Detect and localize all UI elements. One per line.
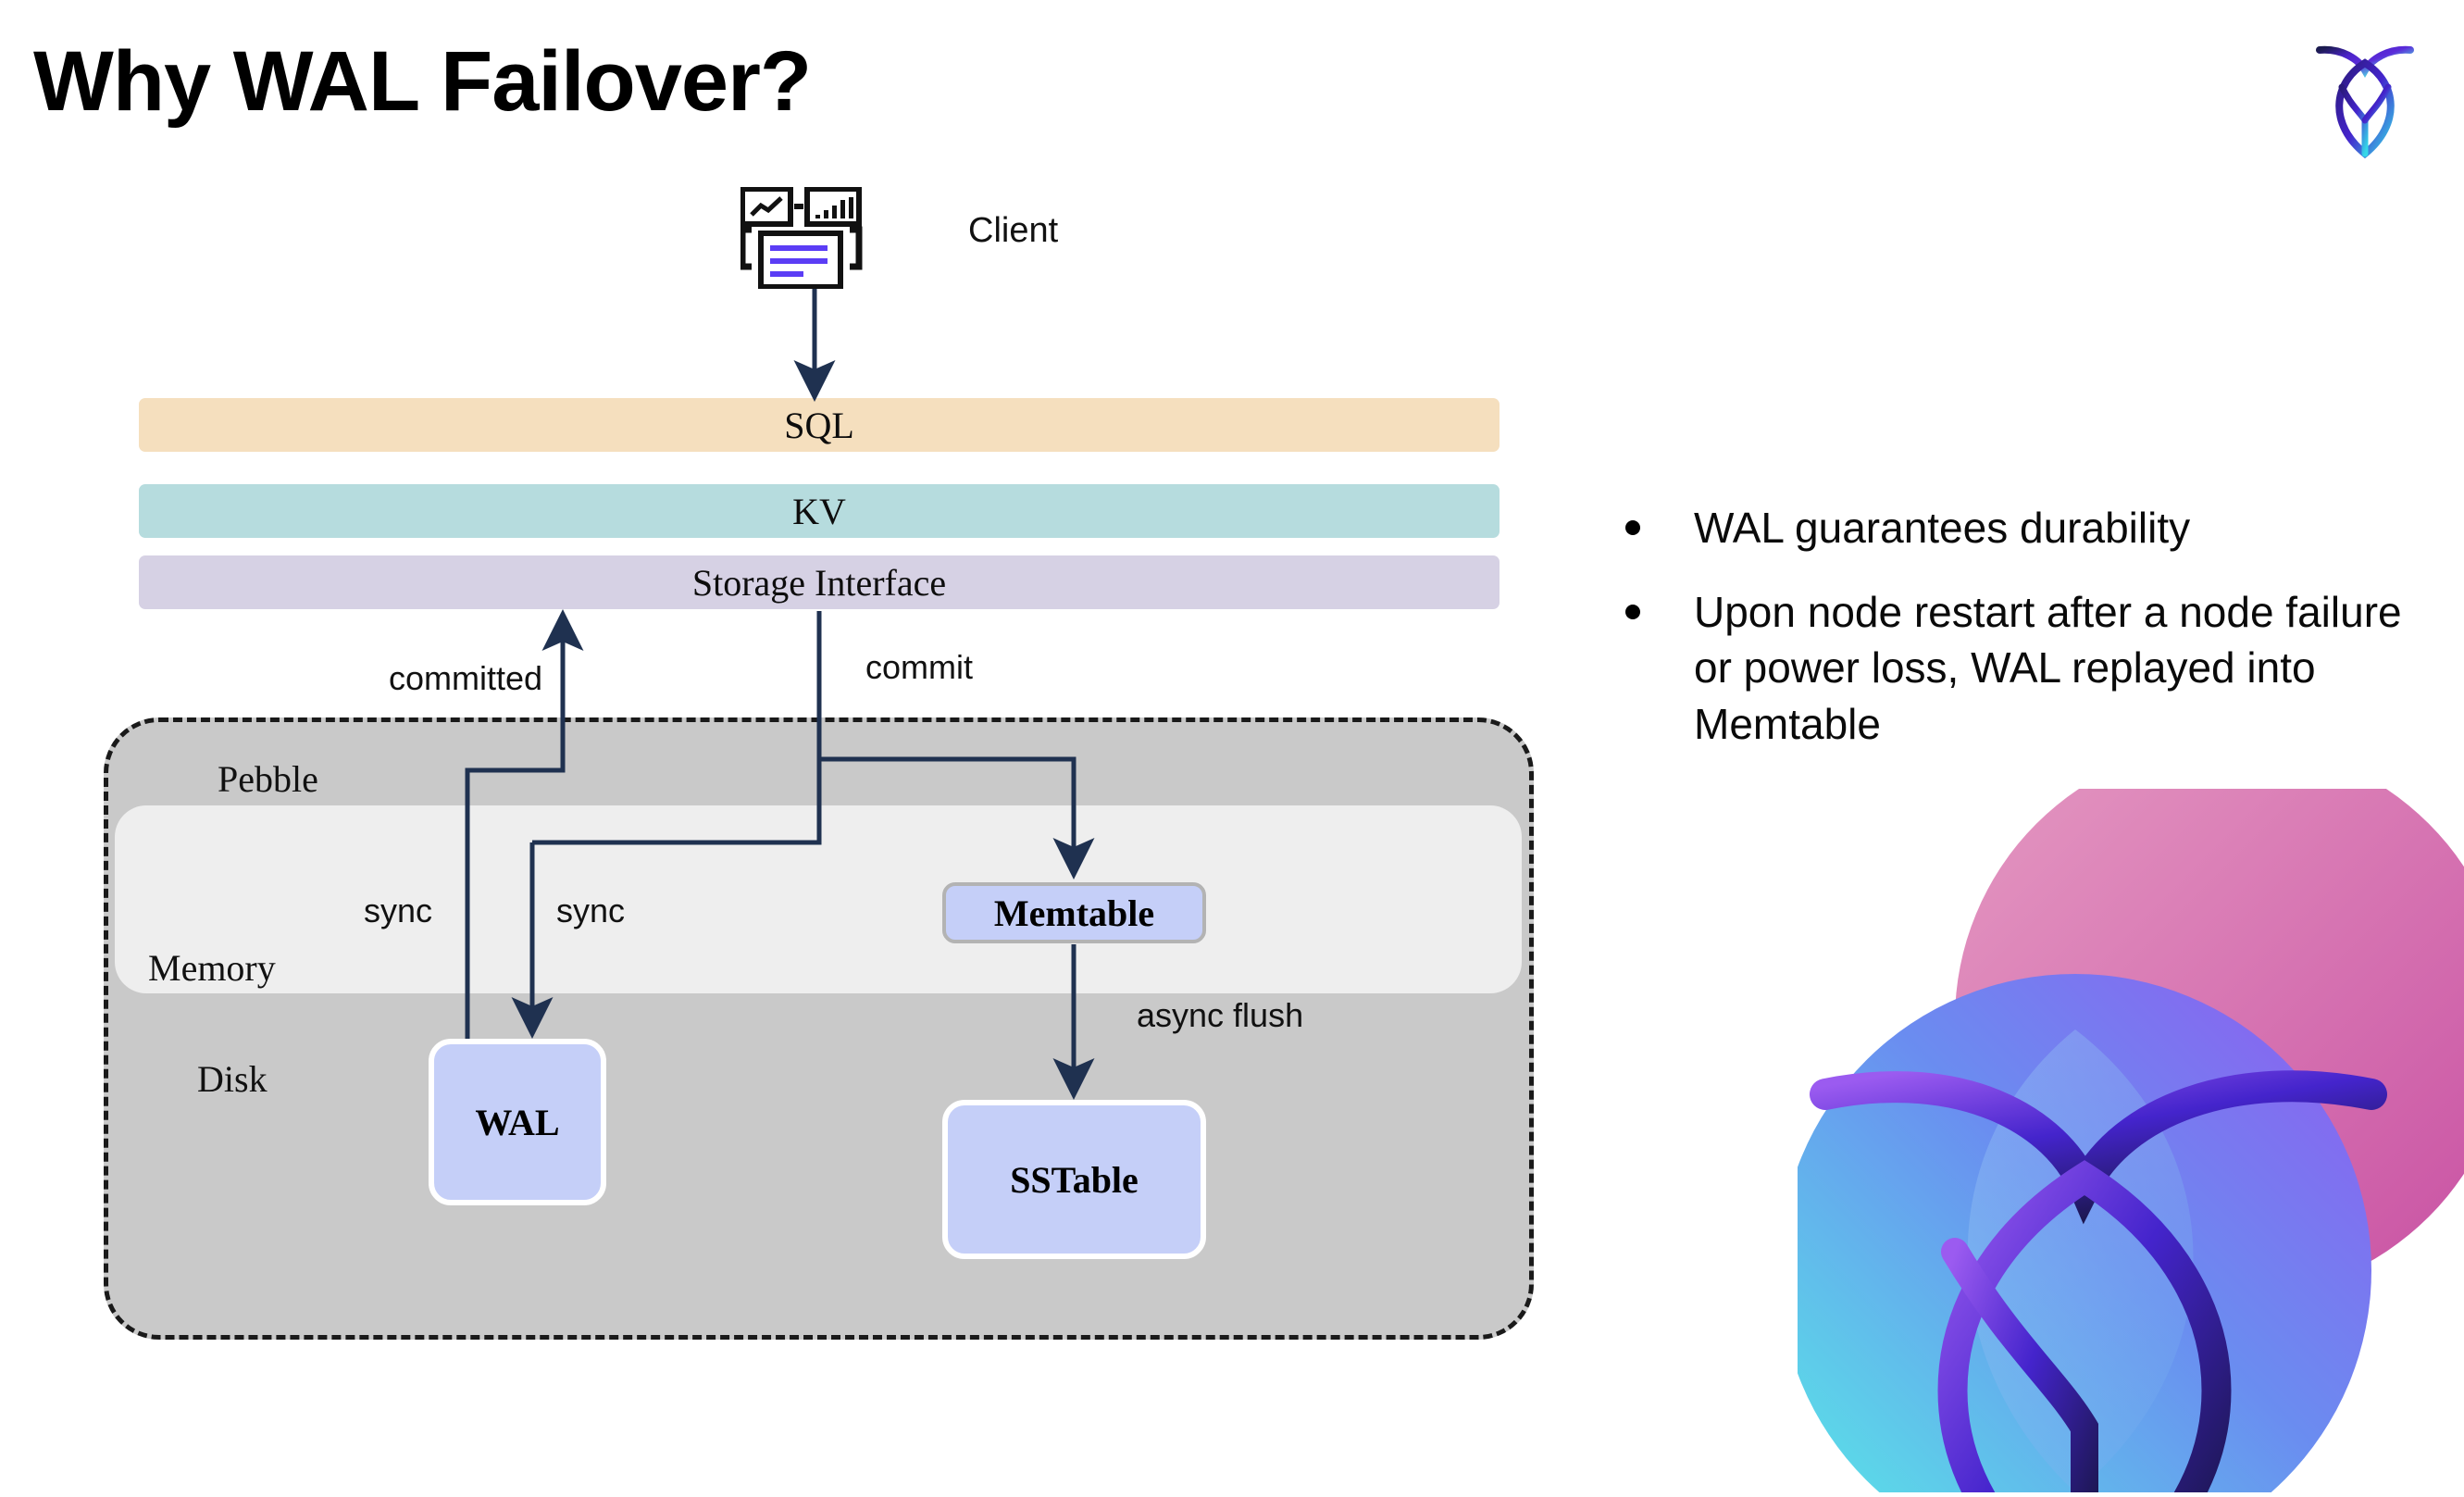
cockroach-logo-icon <box>2305 35 2425 165</box>
bullet-dot-icon <box>1625 604 1640 619</box>
layer-label-kv: KV <box>792 490 846 532</box>
layer-bar-kv: KV <box>139 484 1500 538</box>
node-memtable-label: Memtable <box>993 892 1155 934</box>
node-wal-label: WAL <box>475 1101 560 1143</box>
bullet-dot-icon <box>1625 520 1640 535</box>
edge-label-commit: commit <box>865 648 973 686</box>
bullet-text: Upon node restart after a node failure o… <box>1694 587 2402 749</box>
edge-label-sync-2: sync <box>556 892 626 929</box>
node-sstable: SSTable <box>942 1100 1206 1259</box>
bullet-list: WAL guarantees durability Upon node rest… <box>1625 500 2421 780</box>
node-memtable: Memtable <box>942 882 1206 943</box>
memory-region <box>115 805 1522 993</box>
pebble-label: Pebble <box>218 758 318 800</box>
edge-label-sync-1: sync <box>364 892 433 929</box>
client-label: Client <box>968 211 1059 250</box>
edge-label-committed: committed <box>389 659 543 697</box>
edge-label-async-flush: async flush <box>1137 996 1304 1034</box>
architecture-diagram: Client SQL KV Storage Interface Pebble M… <box>104 186 1534 1340</box>
node-wal: WAL <box>429 1039 606 1205</box>
client-terminal-icon <box>739 186 889 290</box>
page-title: Why WAL Failover? <box>33 34 812 129</box>
list-item: WAL guarantees durability <box>1625 500 2421 556</box>
layer-bar-sql: SQL <box>139 398 1500 452</box>
bullet-text: WAL guarantees durability <box>1694 504 2191 552</box>
disk-label: Disk <box>197 1058 268 1100</box>
layer-bar-storage-interface: Storage Interface <box>139 555 1500 609</box>
layer-label-sql: SQL <box>784 404 854 446</box>
node-sstable-label: SSTable <box>1010 1158 1139 1201</box>
cockroach-decorative-mark-icon <box>1779 742 2464 1497</box>
memory-label: Memory <box>148 947 276 989</box>
list-item: Upon node restart after a node failure o… <box>1625 584 2421 753</box>
layer-label-storage-interface: Storage Interface <box>691 561 947 604</box>
